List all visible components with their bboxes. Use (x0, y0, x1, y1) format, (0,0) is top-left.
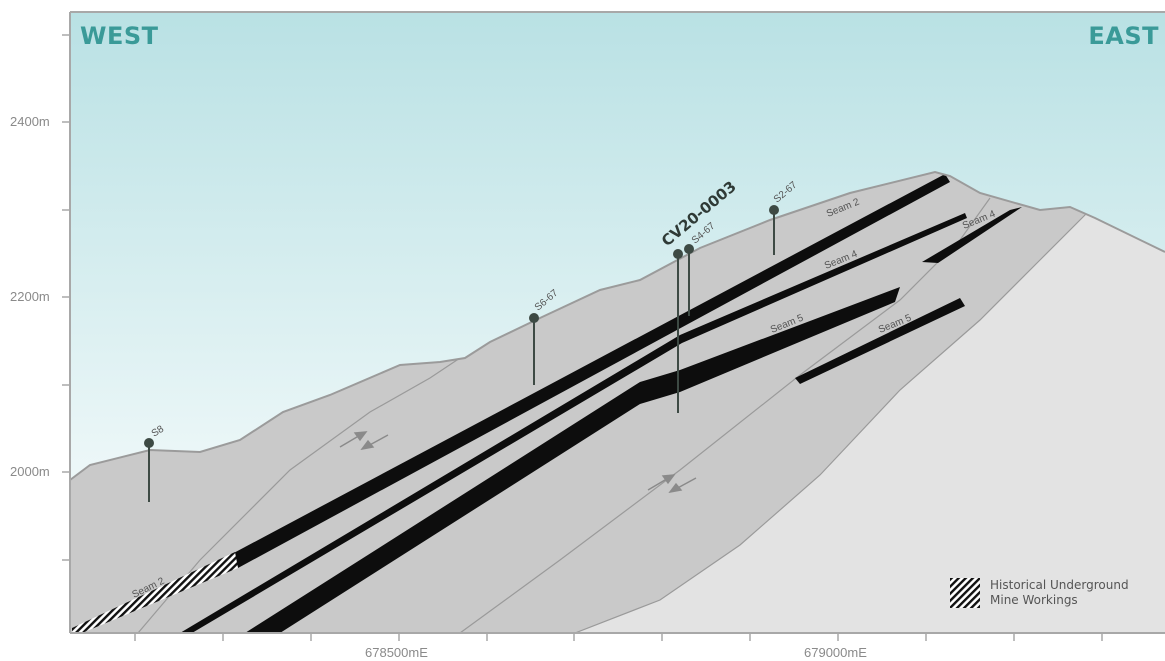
legend: Historical Underground Mine Workings (950, 578, 1129, 608)
x-label-679000: 679000mE (804, 645, 867, 660)
x-ticks (134, 633, 1103, 641)
drillhole-s6-67 (529, 313, 539, 385)
seam-4-band (180, 213, 967, 633)
drillhole-cv20-0003 (673, 249, 683, 413)
fault-line-west (137, 337, 491, 633)
drillhole-s2-67 (769, 205, 779, 255)
fault-arrows-west (339, 431, 389, 451)
y-label-2400: 2400m (10, 114, 50, 129)
seam-5-east-band (795, 298, 965, 384)
y-ticks (62, 34, 70, 561)
legend-line-1: Historical Underground (990, 578, 1129, 592)
hatch-swatch-icon (950, 578, 980, 608)
seam-2-band (230, 174, 950, 568)
fault-line-east (574, 209, 1091, 633)
east-block (575, 210, 1165, 633)
y-label-2200: 2200m (10, 289, 50, 304)
legend-line-2: Mine Workings (990, 593, 1078, 607)
seam-4-east-band (922, 207, 1022, 263)
drillhole-s8 (144, 438, 154, 502)
seam-5-band (245, 287, 900, 633)
fault-arrows-central (647, 474, 697, 494)
legend-text: Historical Underground Mine Workings (990, 578, 1129, 608)
drillhole-s4-67 (684, 244, 694, 316)
ground-surface-line (69, 170, 1165, 481)
historical-workings (72, 552, 238, 633)
x-label-678500: 678500mE (365, 645, 428, 660)
y-label-2000: 2000m (10, 464, 50, 479)
east-label: EAST (1088, 22, 1159, 50)
west-label: WEST (80, 22, 159, 50)
